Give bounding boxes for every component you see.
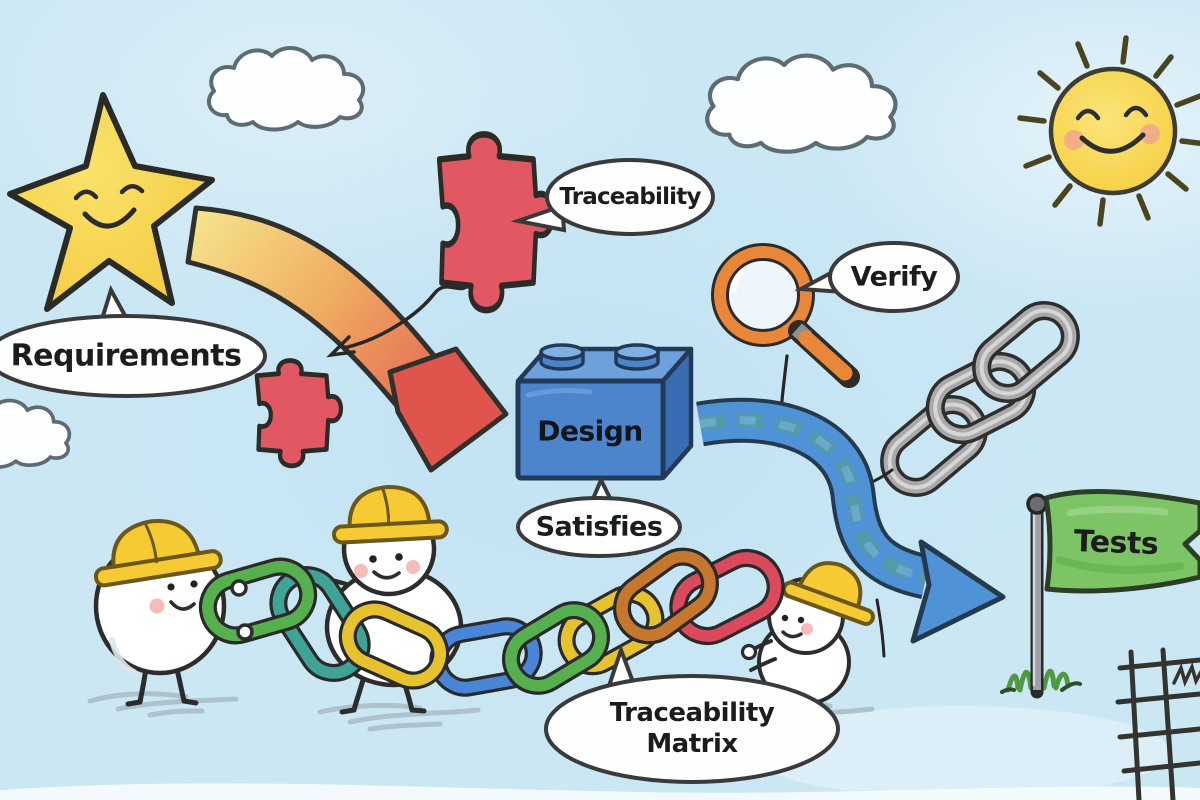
- worker-left: [93, 518, 246, 707]
- traceability-matrix-label: Traceability Matrix: [610, 698, 775, 760]
- traceability-chain-icon: [198, 547, 785, 697]
- gray-chain-icon: [880, 301, 1080, 497]
- tests-flag-icon: [1000, 489, 1200, 699]
- hard-hat-icon: [93, 518, 223, 588]
- matrix-grid-icon: [1115, 647, 1200, 800]
- verify-bubble: [793, 241, 960, 313]
- traceability-label: Traceability: [559, 184, 701, 210]
- design-label: Design: [537, 414, 643, 448]
- sky-washes: [0, 706, 1200, 800]
- small-puzzle-piece-icon: [257, 361, 341, 466]
- cloud-top-center-icon: [707, 56, 895, 152]
- requirements-to-design-arrow: [185, 205, 509, 473]
- grid-scribble: [1172, 662, 1200, 687]
- magnifier-icon: [711, 243, 860, 388]
- satisfies-label: Satisfies: [535, 511, 663, 543]
- traceability-bubble: [510, 158, 715, 236]
- traceability-matrix-bubble: [544, 644, 840, 784]
- hard-hat-icon: [781, 561, 875, 626]
- verify-label: Verify: [850, 261, 938, 293]
- traceability-matrix-line2: Matrix: [646, 729, 738, 759]
- hard-hat-icon: [331, 485, 449, 545]
- sketch-mark: [875, 598, 886, 658]
- sun-icon: [1017, 35, 1200, 227]
- puzzle-pointer-arrow: [326, 278, 474, 358]
- satisfies-bubble: [516, 475, 682, 558]
- cloud-top-left-icon: [206, 46, 366, 132]
- requirements-label: Requirements: [10, 338, 242, 374]
- grass-icon: [1000, 668, 1082, 694]
- cloud-left-edge-icon: [0, 398, 72, 470]
- requirements-star-icon: [7, 92, 215, 312]
- design-to-tests-arrow: [696, 397, 1006, 644]
- requirements-bubble: [0, 284, 267, 398]
- traceability-matrix-line1: Traceability: [609, 697, 775, 728]
- worker-middle: [311, 485, 464, 715]
- tests-label: Tests: [1073, 524, 1159, 562]
- design-brick-icon: [515, 343, 694, 481]
